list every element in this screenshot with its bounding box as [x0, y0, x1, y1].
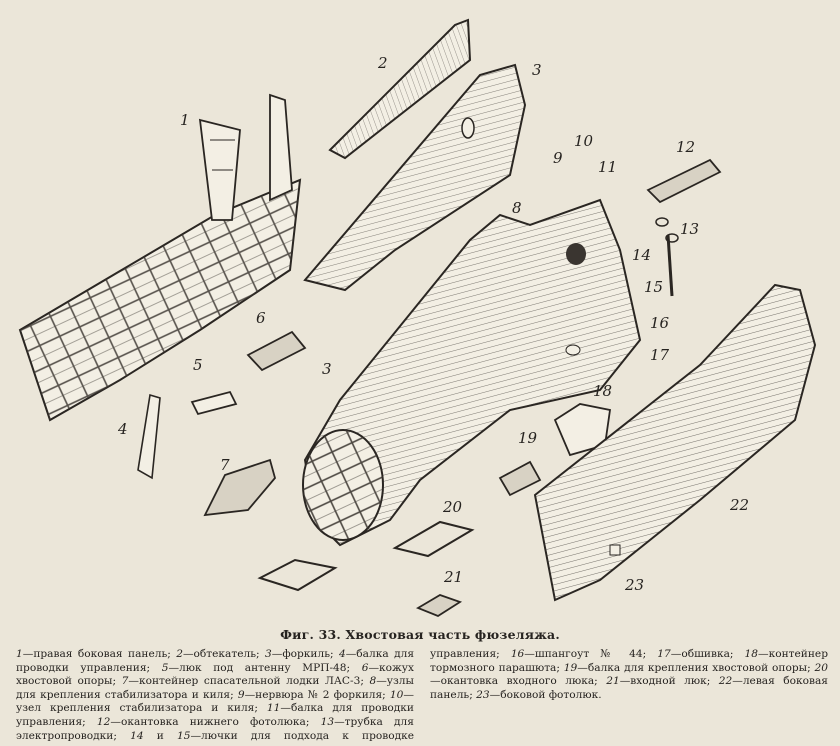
part-tail-support-cover [246, 330, 307, 372]
callout-2: 2 [377, 54, 388, 72]
callout-10: 10 [574, 132, 594, 150]
exploded-view-drawing: 1 2 3 3 4 5 6 7 8 9 10 11 12 13 14 15 16… [18, 18, 817, 618]
part-tail-fuselage-main [302, 198, 642, 547]
part-entry-hatch [415, 594, 463, 618]
callout-1: 1 [180, 111, 190, 129]
legend-item: 8—узлы для крепления стабилизатора и кил… [16, 675, 414, 701]
legend-item: 1—правая боковая панель; [16, 648, 177, 660]
legend-item: 17—обшивка; [657, 648, 745, 660]
callout-14: 14 [632, 246, 651, 264]
callout-17: 17 [650, 346, 670, 364]
part-lower-photo-hatch-frame [646, 158, 722, 204]
legend-item: 23—боковой фотолюк. [476, 688, 602, 701]
legend-item: 7—контейнер спасательной лодки ЛАС-3; [121, 675, 370, 688]
legend-item: 9—нервюра № 2 форкиля; [237, 688, 390, 701]
figure-legend: 1—правая боковая панель; 2—обтекатель; 3… [16, 648, 828, 744]
legend-item: 20—окантовка входного люка; [430, 661, 828, 688]
part-brake-chute-container [553, 403, 612, 457]
callout-19-beam: 19 [518, 429, 538, 447]
legend-item: 12—окантовка нижнего фотолюка; [96, 715, 321, 728]
part-liferaft-container [203, 458, 276, 517]
legend-item: 13—трубка для электропроводки; [16, 715, 414, 742]
callout-9: 9 [553, 149, 563, 167]
part-antenna-hatch [190, 390, 238, 416]
legend-item: 22—левая боковая панель; [430, 675, 828, 701]
callout-20: 20 [442, 498, 463, 516]
legend-item: 4—балка для проводки управления; [16, 648, 415, 674]
callout-22: 22 [729, 496, 749, 514]
part-left-side-panel [533, 283, 817, 602]
legend-item: 21—входной люк; [606, 675, 719, 688]
legend-item: 14 и [130, 729, 177, 742]
legend-item: 16—шпангоут № 44; [510, 648, 658, 660]
callout-4: 4 [117, 420, 128, 438]
part-entry-hatch-frame-19 [257, 558, 338, 592]
callout-12: 12 [676, 138, 695, 156]
callout-labels: 1 2 3 3 4 5 6 7 8 9 10 11 12 13 14 15 16… [117, 54, 749, 594]
legend-item: 11—балка для проводки управления; [16, 702, 414, 728]
callout-3-lower: 3 [322, 360, 332, 378]
legend-item: 3—форкиль; [264, 648, 339, 660]
callout-18: 18 [593, 382, 612, 400]
callout-11: 11 [598, 158, 617, 176]
part-right-side-panel [18, 93, 302, 422]
legend-item: 6—кожух хвостовой опоры; [16, 661, 414, 688]
legend-item: 15—лючки для подхода к проводке управлен… [176, 648, 511, 742]
part-entry-hatch-frame [392, 520, 475, 558]
callout-8: 8 [512, 199, 522, 217]
legend-item: 19—балка для крепления хвостовой опоры; [563, 661, 815, 674]
callout-13: 13 [680, 220, 699, 238]
callout-15: 15 [644, 278, 663, 296]
callout-16: 16 [650, 314, 670, 332]
callout-6: 6 [256, 309, 266, 327]
callout-21: 21 [443, 568, 463, 586]
figure-caption: Фиг. 33. Хвостовая часть фюзеляжа. [280, 627, 560, 642]
callout-7: 7 [220, 456, 230, 474]
callout-5: 5 [193, 356, 203, 374]
callout-3-upper: 3 [532, 61, 542, 79]
part-control-beam-4 [137, 393, 161, 480]
callout-23: 23 [624, 576, 644, 594]
part-tail-support-beam [498, 460, 542, 497]
legend-item: 10—узел крепления стабилизатора и киля; [16, 688, 414, 715]
legend-item: 5—люк под антенну МРП-48; [161, 661, 362, 674]
legend-item: 2—обтекатель; [176, 648, 265, 660]
legend-item: 18—контейнер тормозного парашюта; [430, 648, 828, 674]
part-fairing [328, 18, 472, 160]
part-dorsal-fin-upper [303, 63, 527, 292]
